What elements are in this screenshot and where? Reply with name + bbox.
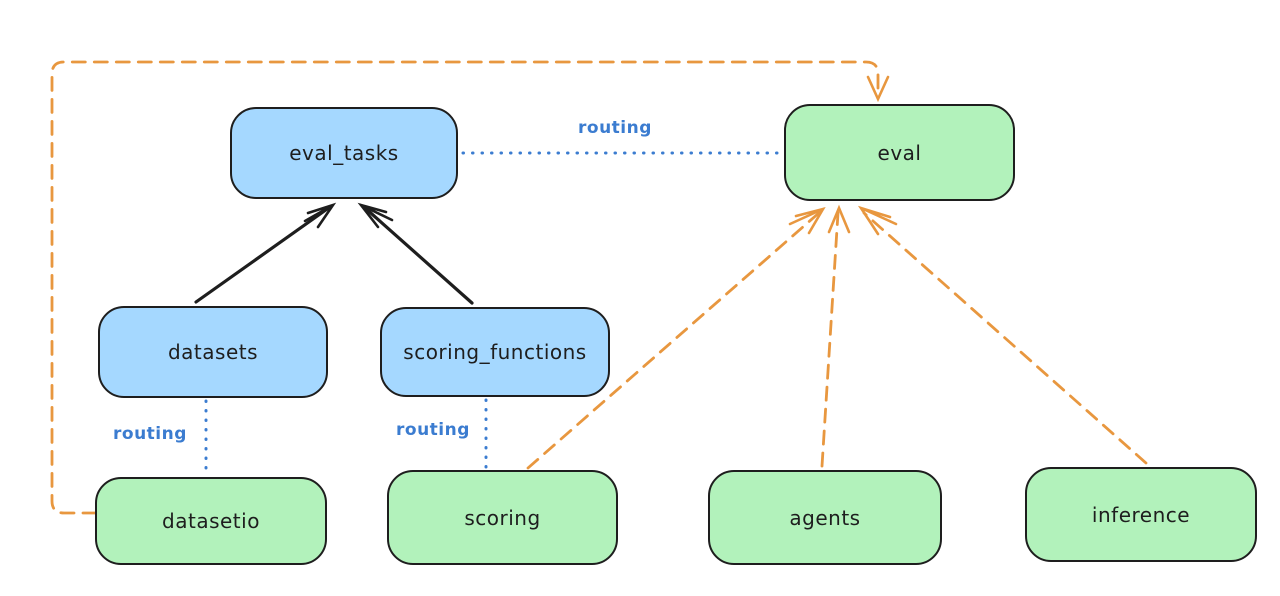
arrowhead-datasets-to-eval-tasks [303,202,337,229]
arrowhead-agents-to-eval [827,204,851,234]
node-scoring-functions: scoring_functions [380,307,610,397]
edge-inference-to-eval [862,211,1148,465]
edge-scoring-functions-to-eval-tasks [362,205,474,305]
node-eval: eval [784,104,1015,201]
edge-label-routing-left: routing [113,424,187,444]
edge-label-routing-top: routing [578,118,652,138]
node-eval-tasks: eval_tasks [230,107,458,199]
node-label: eval_tasks [289,141,399,165]
node-label: datasets [167,340,259,364]
arrowhead-scoring-to-eval [788,206,826,235]
node-datasetio: datasetio [95,477,327,565]
edge-agents-to-eval [820,211,840,468]
node-label: agents [789,505,861,530]
node-label: scoring [464,505,541,530]
arrowhead-datasetio-to-eval [866,75,890,103]
node-label: inference [1091,502,1191,527]
arrowhead-scoring-functions-to-eval-tasks [357,202,394,229]
node-inference: inference [1025,467,1257,562]
node-agents: agents [708,470,942,565]
edge-label-routing-middle: routing [396,420,470,440]
node-label: datasetio [162,509,260,533]
node-label: scoring_functions [403,340,587,364]
edge-datasetio-to-eval [50,60,880,515]
node-scoring: scoring [387,470,618,565]
edge-scoring-to-eval [526,210,822,470]
node-datasets: datasets [98,306,328,398]
node-label: eval [877,140,922,165]
arrowhead-inference-to-eval [857,205,898,236]
edge-datasets-to-eval-tasks [194,205,332,304]
